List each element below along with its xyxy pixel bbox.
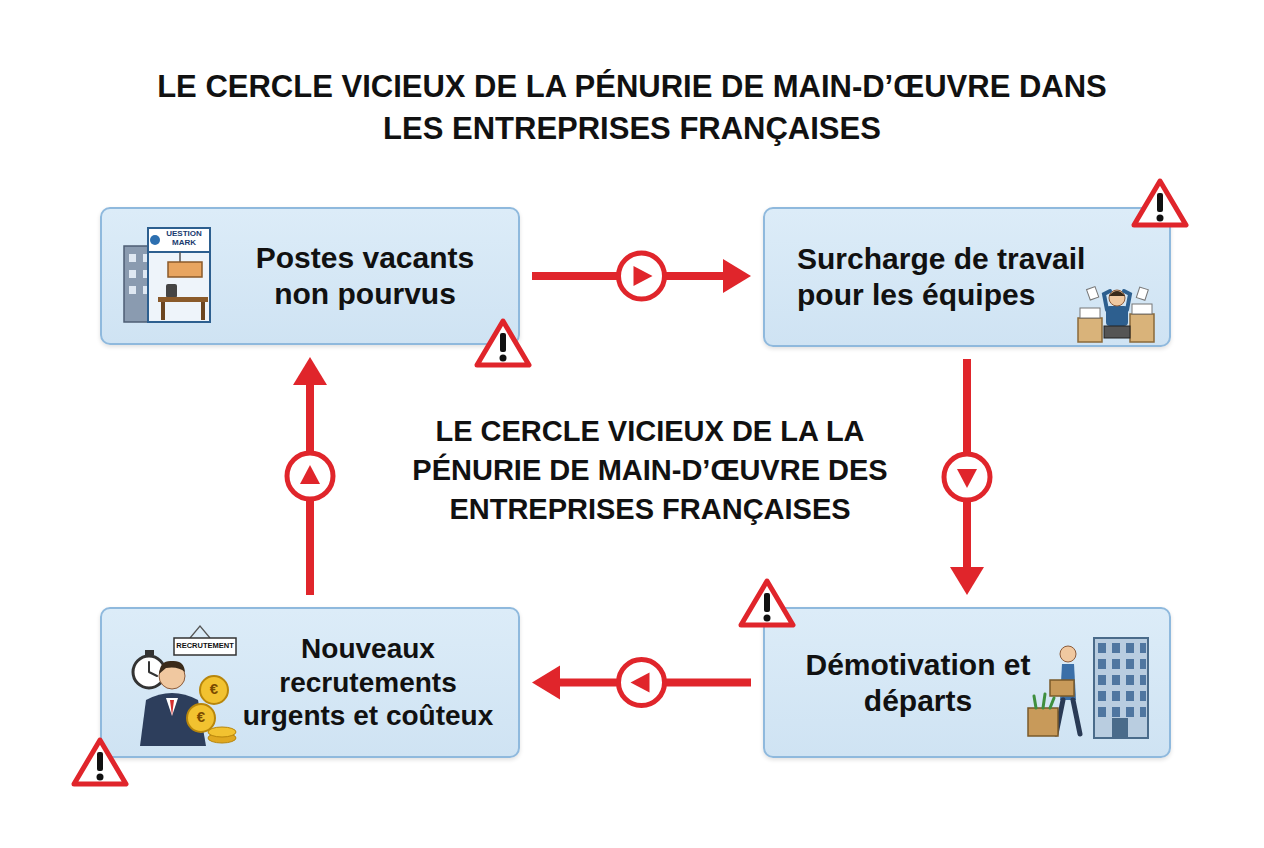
sign-text: RECRUTEMENT (175, 640, 235, 652)
warning-sign (1134, 181, 1186, 225)
overworked-person-icon (1078, 287, 1154, 342)
flow-arrow (532, 660, 751, 706)
flow-arrow (532, 253, 751, 299)
warning-sign (74, 740, 126, 784)
coin-symbol: € (191, 708, 211, 726)
warning-sign (741, 581, 793, 625)
process-box: Surcharge de travail pour les équipes (763, 207, 1171, 347)
direction-triangle (957, 469, 977, 488)
direction-triangle (634, 266, 653, 286)
center-caption: LE CERCLE VICIEUX DE LA LA PÉNURIE DE MA… (395, 412, 905, 529)
direction-triangle (300, 465, 320, 484)
direction-badge (619, 253, 665, 299)
box-text: Nouveaux recrutements urgents et coûteux (232, 632, 504, 733)
recruiter-icon (133, 626, 236, 746)
process-box: Postes vacants non pourvus (100, 207, 520, 345)
flow-arrow (287, 357, 333, 595)
process-box: Démotivation et départs (763, 607, 1171, 758)
direction-badge (619, 660, 665, 706)
arrow-head (532, 666, 560, 700)
logo-text: UESTION MARK (160, 230, 208, 248)
coin-symbol: € (204, 680, 224, 698)
direction-badge (944, 454, 990, 500)
box-text: Surcharge de travail pour les équipes (797, 241, 1149, 313)
direction-triangle (631, 673, 650, 693)
office-icon (124, 228, 210, 322)
arrow-head (723, 259, 751, 293)
arrow-head (950, 567, 984, 595)
arrow-head (293, 357, 327, 385)
process-box: Nouveaux recrutements urgents et coûteux (100, 607, 520, 758)
box-label: Démotivation et départs (805, 647, 1031, 719)
box-label: Nouveaux recrutements urgents et coûteux (232, 632, 504, 733)
diagram-title: LE CERCLE VICIEUX DE LA PÉNURIE DE MAIN-… (152, 66, 1112, 150)
direction-badge (287, 453, 333, 499)
title-block: LE CERCLE VICIEUX DE LA PÉNURIE DE MAIN-… (0, 66, 1264, 150)
box-text: Postes vacants non pourvus (234, 240, 496, 312)
leaving-employee-icon (1028, 638, 1148, 738)
warning-sign (477, 321, 529, 365)
box-text: Démotivation et départs (805, 647, 1031, 719)
flow-arrow (944, 359, 990, 595)
box-label: Surcharge de travail pour les équipes (797, 241, 1149, 313)
box-label: Postes vacants non pourvus (234, 240, 496, 312)
